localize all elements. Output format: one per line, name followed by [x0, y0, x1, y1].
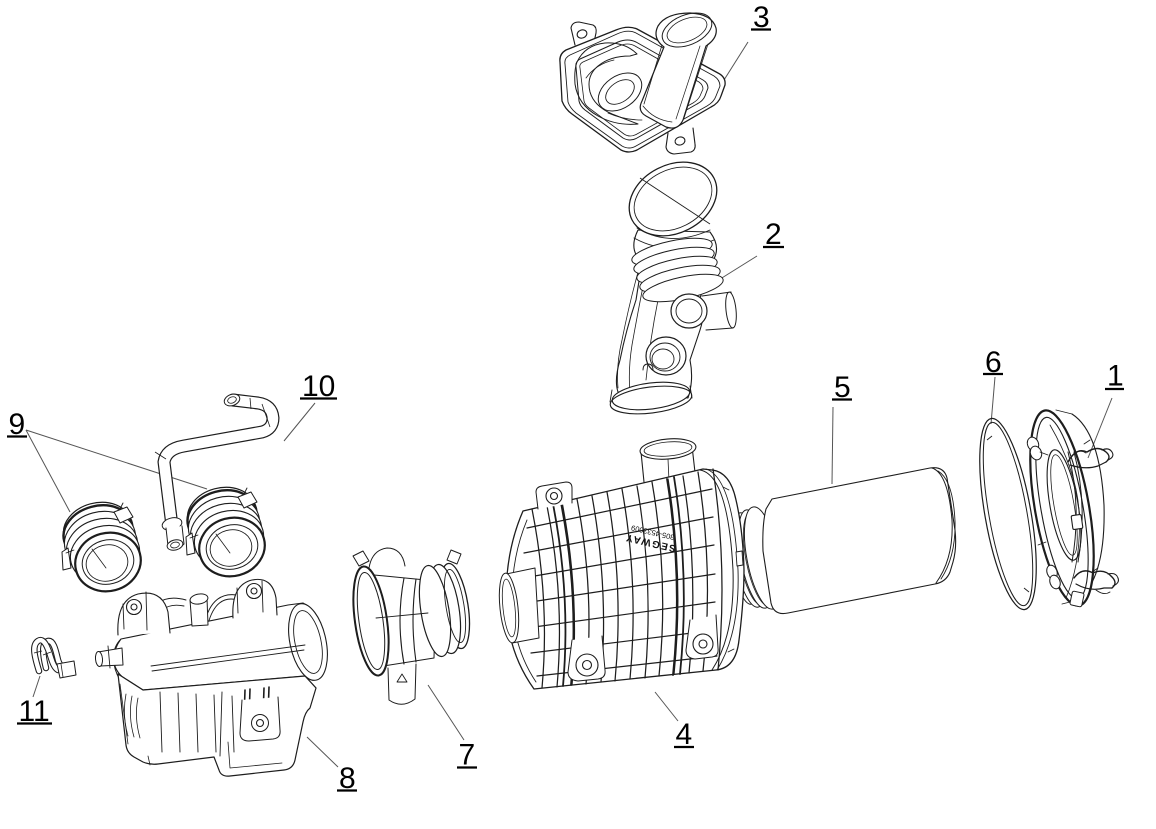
svg-text:2: 2 [765, 218, 782, 251]
svg-text:7: 7 [459, 739, 476, 772]
svg-text:4: 4 [676, 718, 693, 751]
svg-text:9: 9 [9, 408, 26, 441]
svg-text:8: 8 [339, 762, 356, 795]
svg-text:1: 1 [1107, 360, 1124, 393]
svg-text:3: 3 [753, 1, 770, 34]
svg-text:5: 5 [834, 371, 851, 404]
svg-text:6: 6 [985, 346, 1002, 379]
